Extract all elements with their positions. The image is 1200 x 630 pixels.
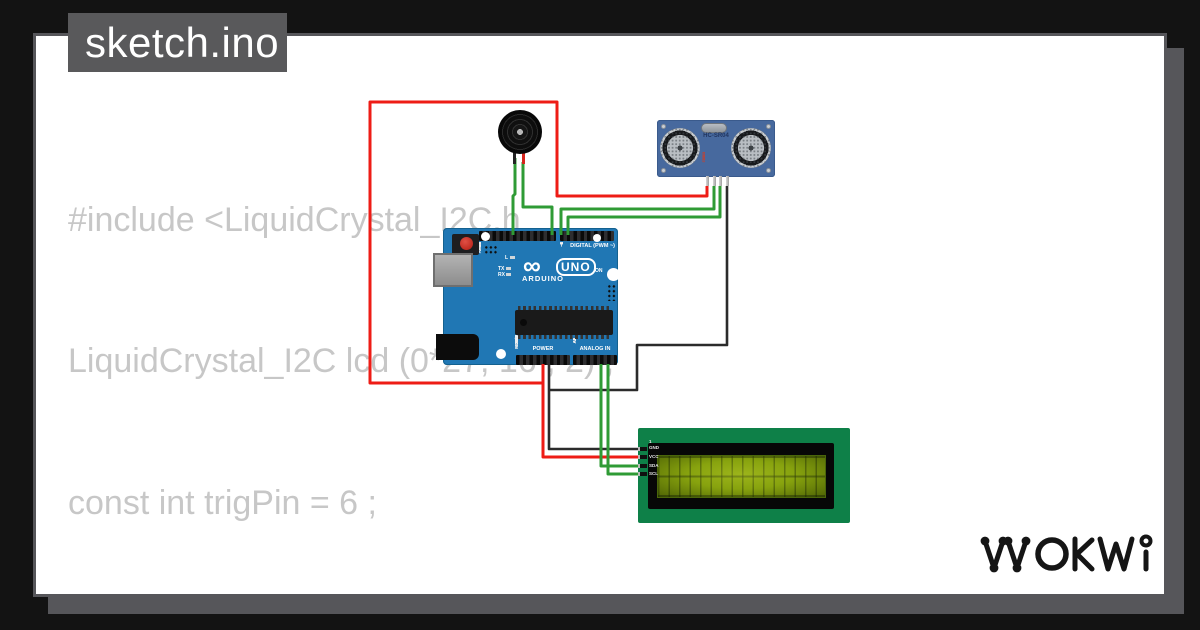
power-jack: [436, 334, 479, 360]
screw-hole: [766, 168, 771, 173]
sensor-pin-echo: [719, 176, 722, 186]
led-l-label: L: [505, 255, 515, 261]
wokwi-logo: [980, 534, 1153, 573]
digital-header-left: [479, 231, 556, 241]
atmega-chip: [515, 306, 613, 339]
lcd-screen: [657, 455, 826, 498]
file-tab-label: sketch.ino: [85, 18, 280, 66]
piezo-buzzer: [498, 110, 542, 166]
sensor-title: HC-SR04: [703, 133, 729, 139]
lcd-pin-label: VCC: [649, 453, 659, 459]
sensor-pin-gnd: [726, 176, 729, 186]
lcd-pin-label: GND: [649, 445, 659, 450]
screw-hole: [661, 124, 666, 129]
screw-hole: [766, 124, 771, 129]
digital-label: DIGITAL (PWM ~): [570, 243, 615, 249]
analog-label: ANALOG IN: [579, 346, 611, 352]
lcd-pin-gnd: [638, 447, 647, 451]
arduino-brand-label: ARDUINO: [522, 274, 564, 283]
lcd-pin-sda: [638, 464, 647, 468]
mounting-hole: [481, 232, 490, 241]
diagram-canvas: #include <LiquidCrystal_I2C.h LiquidCrys…: [33, 33, 1167, 597]
pin-label: GND: [702, 152, 706, 160]
sensor-pin-trig: [713, 176, 716, 186]
buzzer-disc: [498, 110, 542, 154]
screw-hole: [661, 168, 666, 173]
usb-connector: [433, 253, 473, 287]
lcd-pin-label: SDA: [649, 462, 659, 468]
on-label: ON: [595, 268, 603, 274]
power-header: [516, 355, 570, 365]
lcd1602-display: 1 GND VCC SDA SCL: [638, 428, 850, 523]
lcd-pin-vcc: [638, 455, 647, 459]
digital-header-right: [560, 231, 614, 241]
icsp-header-2: [606, 283, 617, 301]
ultrasonic-transducer-right: [731, 128, 771, 168]
lcd-pin-label: SCL: [649, 470, 658, 476]
reset-button: [460, 237, 473, 250]
mounting-hole: [593, 234, 601, 242]
oscillator: [701, 123, 727, 133]
ultrasonic-transducer-left: [660, 128, 700, 168]
power-label: POWER: [532, 346, 554, 352]
analog-header: [573, 355, 617, 365]
code-line: const int trigPin = 6 ;: [68, 484, 377, 523]
lcd-pin1-marker: 1: [649, 439, 652, 444]
sensor-pin-vcc: [706, 176, 709, 186]
file-tab: sketch.ino: [68, 13, 287, 72]
mounting-hole: [607, 268, 620, 281]
lcd-pin-scl: [638, 472, 647, 476]
icsp-header-1: [483, 244, 498, 254]
mounting-hole: [496, 349, 506, 359]
led-rx-label: RX: [498, 272, 511, 278]
